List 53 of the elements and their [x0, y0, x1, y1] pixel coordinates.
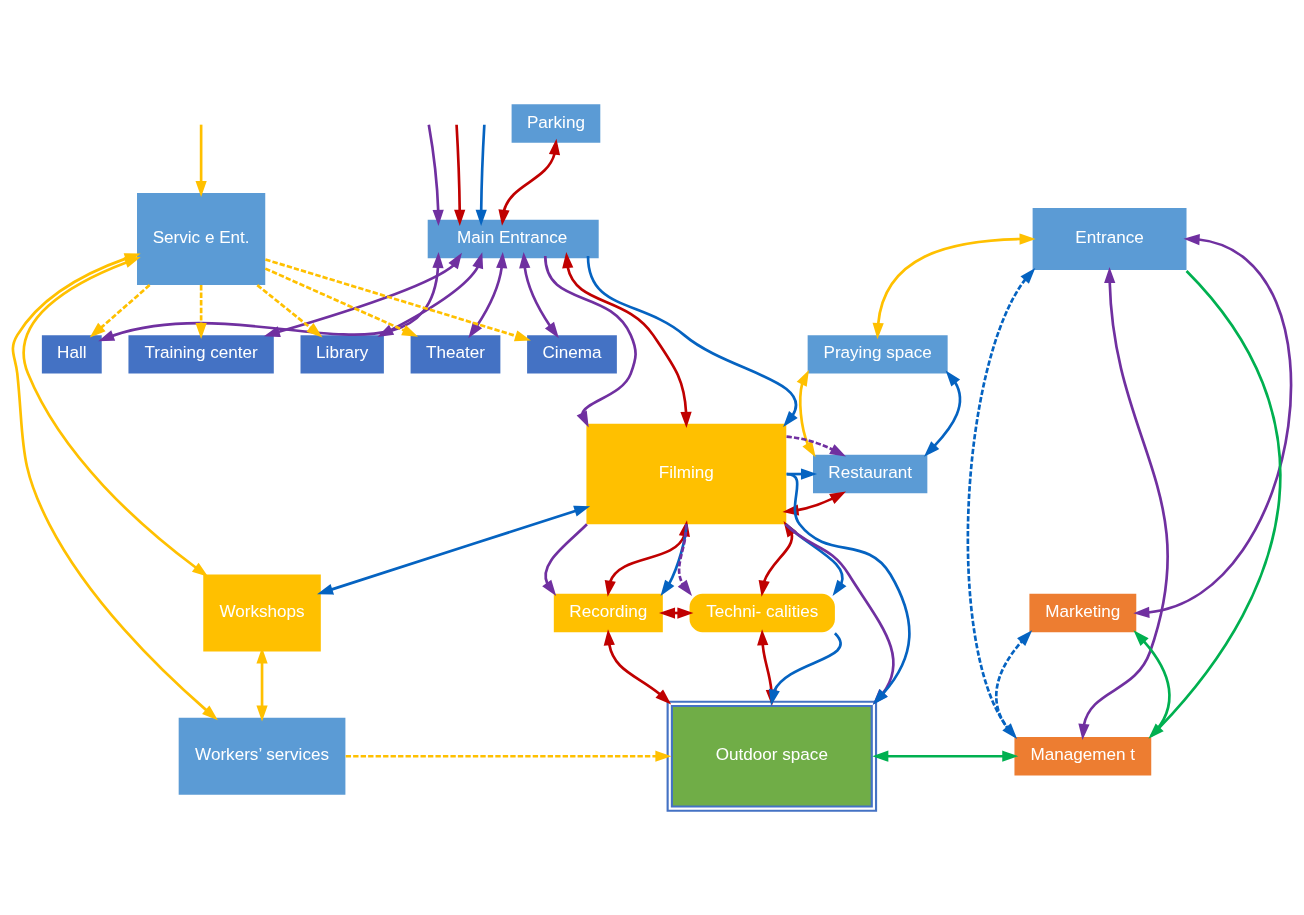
node-box: Servic e Ent.: [137, 193, 266, 285]
arrow: [562, 252, 692, 428]
arrow: [256, 284, 323, 338]
arrow: [519, 252, 559, 339]
arrow: [345, 750, 672, 762]
arrow: [768, 632, 842, 706]
node-box: Filming: [586, 423, 787, 525]
node-box: Techni- calities: [689, 593, 835, 633]
arrow: [454, 124, 466, 226]
node-box: Outdoor space: [666, 700, 878, 812]
arrow: [677, 524, 693, 596]
node-box: Main Entrance: [427, 219, 599, 259]
arrow: [586, 255, 798, 427]
arrow: [784, 523, 895, 705]
arrow: [317, 505, 591, 595]
arrow: [263, 252, 462, 338]
node-box: Entrance: [1032, 207, 1187, 270]
arrow: [11, 253, 218, 721]
arrow: [542, 523, 588, 596]
node-box: Theater: [410, 335, 501, 374]
arrow: [264, 267, 419, 337]
node-box: Workers’ services: [178, 717, 346, 795]
arrow: [468, 252, 508, 339]
arrow: [427, 124, 444, 226]
node-box: Restaurant: [813, 454, 928, 494]
arrow: [498, 138, 561, 226]
arrow: [872, 233, 1036, 340]
arrow: [1133, 233, 1293, 619]
node-box: Recording: [553, 593, 663, 633]
arrow: [475, 124, 487, 226]
node-box: Hall: [41, 335, 102, 374]
arrow: [195, 124, 207, 197]
node-box: Workshops: [203, 574, 321, 652]
node-box: Training center: [128, 335, 274, 374]
node-box: Library: [300, 335, 384, 374]
node-box: Parking: [511, 104, 601, 143]
arrow: [659, 607, 694, 619]
arrow: [603, 629, 672, 705]
node-box: Marketing: [1029, 593, 1137, 633]
node-box: Cinema: [527, 335, 617, 374]
arrow: [265, 258, 531, 342]
arrow: [195, 285, 207, 339]
arrow: [786, 435, 846, 457]
node-box: Praying space: [807, 335, 948, 374]
arrow: [89, 284, 151, 338]
arrow: [377, 252, 484, 337]
arrow: [98, 252, 444, 342]
arrow: [872, 750, 1019, 762]
arrow: [660, 524, 688, 596]
arrow: [796, 370, 816, 458]
arrow: [924, 370, 962, 457]
node-box: Managemen t: [1014, 737, 1152, 776]
arrow: [543, 255, 637, 428]
